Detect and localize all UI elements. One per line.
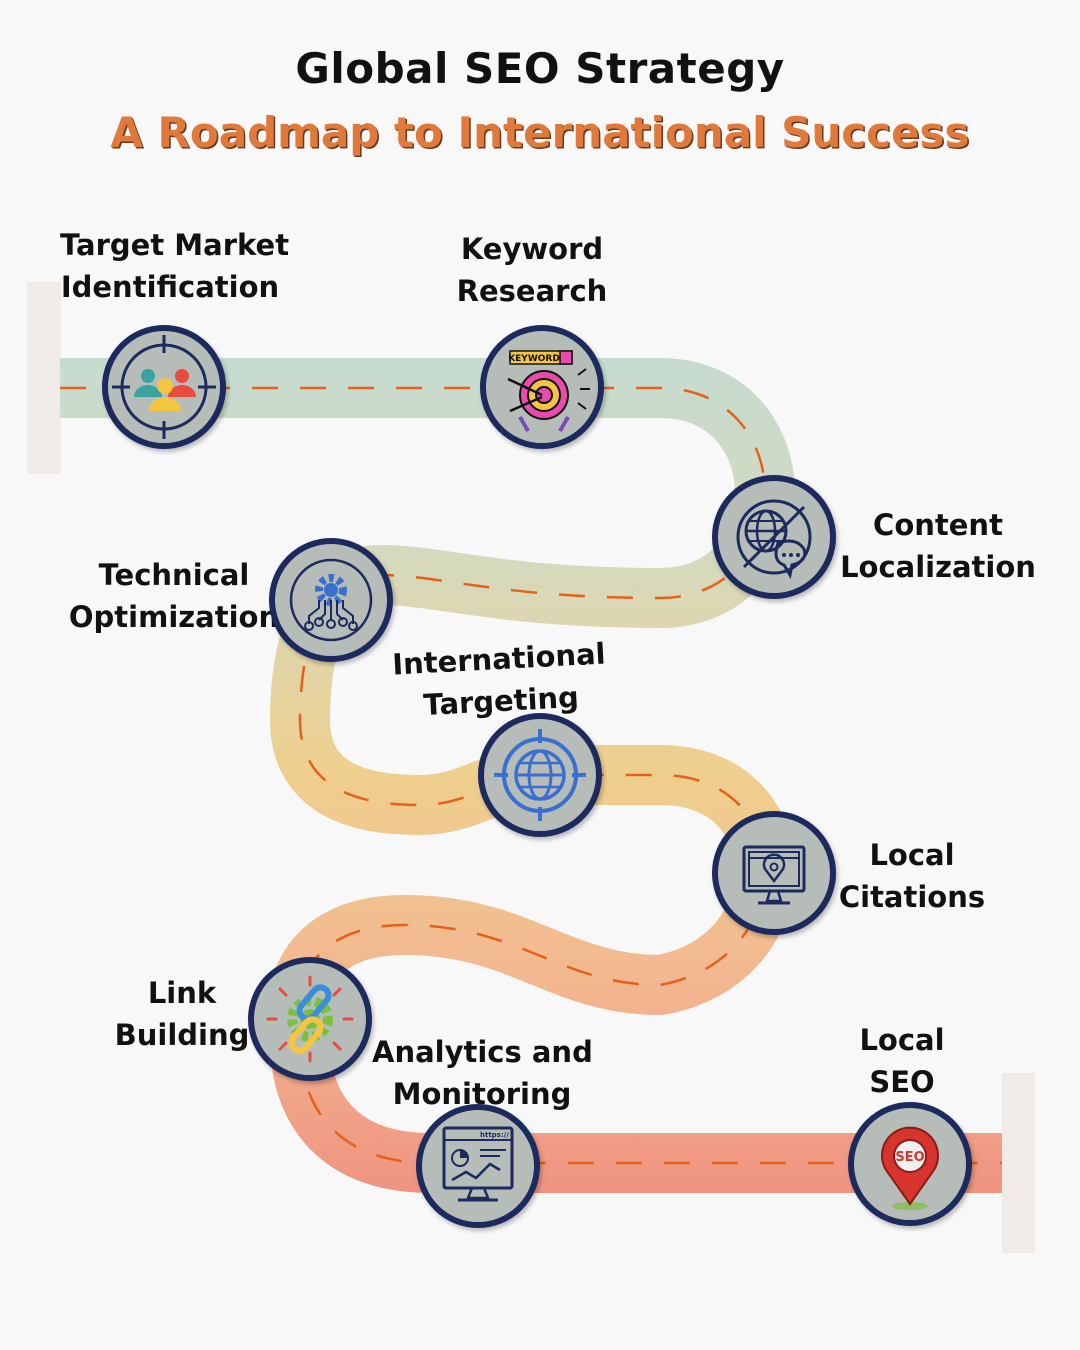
analytics-url-text: https:// (480, 1131, 509, 1139)
globe-crosshair-icon (494, 729, 586, 821)
step-node-technical-optimization[interactable] (269, 538, 393, 662)
analytics-monitor-icon: https:// (442, 1126, 514, 1202)
step-node-link-building[interactable] (248, 957, 372, 1081)
step-node-local-seo[interactable]: SEO (848, 1102, 972, 1226)
seo-pin-text: SEO (895, 1150, 924, 1165)
step-node-analytics-monitoring[interactable]: https:// (416, 1104, 540, 1228)
page-subtitle: A Roadmap to International Success (110, 108, 970, 157)
keyword-badge-text: KEYWORD (508, 354, 560, 364)
keyword-target-icon: KEYWORD (507, 350, 590, 432)
page-title: Global SEO Strategy (295, 44, 785, 93)
step-node-content-localization[interactable] (712, 475, 836, 599)
gear-network-icon (289, 558, 373, 642)
step-node-local-citations[interactable] (712, 811, 836, 935)
chain-gear-icon (266, 975, 354, 1063)
end-post (1002, 1073, 1035, 1253)
monitor-location-icon (742, 845, 806, 905)
step-node-international-targeting[interactable] (478, 713, 602, 837)
people-target-icon (112, 335, 216, 439)
start-post (27, 282, 61, 474)
seo-pin-icon: SEO (881, 1126, 939, 1210)
globe-chat-icon (736, 499, 812, 580)
step-node-target-market[interactable] (102, 325, 226, 449)
step-node-keyword-research[interactable]: KEYWORD (480, 325, 604, 449)
